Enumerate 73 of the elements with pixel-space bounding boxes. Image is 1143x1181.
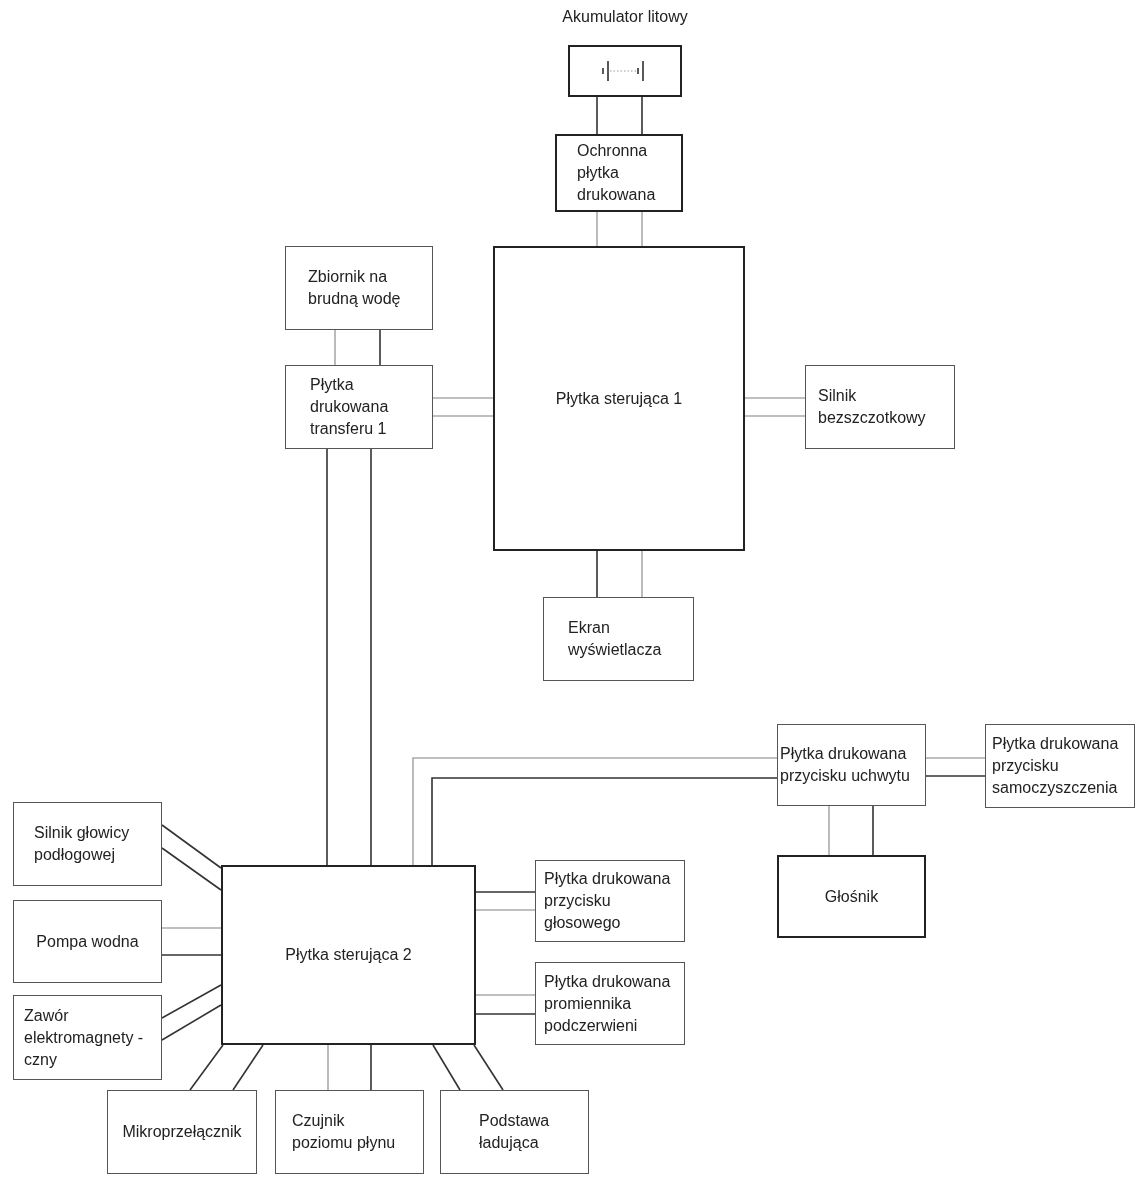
wire-line: [641, 211, 643, 247]
component-label: Silnik bezszczotkowy: [818, 386, 927, 428]
component-label: Mikroprzełącznik: [122, 1122, 242, 1142]
component-box: [13, 802, 162, 886]
wire-line: [161, 984, 222, 1019]
wire-line: [432, 1044, 461, 1091]
wire-line: [475, 909, 536, 911]
wire-line: [161, 954, 222, 956]
wire-line: [327, 1044, 329, 1091]
node-title: Akumulator litowy: [562, 8, 688, 26]
component-label: Ekran wyświetlacza: [568, 618, 663, 660]
wire-line: [744, 415, 806, 417]
wire-line: [412, 757, 778, 866]
component-box: [493, 246, 745, 551]
wire-line: [872, 805, 874, 856]
wire-line: [828, 805, 830, 856]
component-label: Silnik głowicy podłogowej: [34, 823, 131, 865]
component-label: Podstawa ładująca: [479, 1111, 550, 1153]
wire-line: [326, 448, 328, 866]
component-label: Płytka drukowana przycisku uchwytu: [780, 744, 911, 786]
component-box: [13, 900, 162, 983]
component-box: [107, 1090, 257, 1174]
wire-line: [161, 1004, 222, 1041]
wire-line: [925, 757, 986, 759]
component-label: Ochronna płytka drukowana: [577, 141, 657, 205]
wire-line: [744, 397, 806, 399]
component-box: [805, 365, 955, 449]
component-box: [285, 365, 433, 449]
component-label: Płytka sterująca 2: [285, 945, 412, 965]
component-box: [535, 962, 685, 1045]
wire-line: [641, 96, 643, 135]
component-label: Pompa wodna: [36, 931, 139, 952]
wire-line: [432, 397, 494, 399]
component-box: [555, 134, 683, 212]
wire-line: [379, 329, 381, 366]
component-label: Zawór elektromagnety -czny: [24, 1005, 145, 1070]
wire-line: [641, 550, 643, 598]
wire-line: [473, 1044, 504, 1091]
component-box: [13, 995, 162, 1080]
wire-line: [161, 927, 222, 929]
wire-line: [596, 550, 598, 598]
wire-line: [161, 824, 222, 869]
wire-line: [925, 775, 986, 777]
component-box: [777, 855, 926, 938]
wire-line: [431, 777, 778, 866]
wire-line: [232, 1044, 264, 1091]
component-box: [440, 1090, 589, 1174]
component-label: Płytka drukowana przycisku samoczyszczenia: [992, 734, 1120, 798]
component-box: [221, 865, 476, 1045]
wire-line: [432, 415, 494, 417]
component-label: Płytka drukowana promiennika podczerwieni: [544, 971, 672, 1036]
component-box: [285, 246, 433, 330]
wire-line: [596, 96, 598, 135]
component-label: Głośnik: [824, 886, 879, 907]
wire-line: [334, 329, 336, 366]
wire-line: [370, 1044, 372, 1091]
wire-line: [161, 847, 222, 891]
component-box: [535, 860, 685, 942]
wire-line: [475, 994, 536, 996]
component-box: [777, 724, 926, 806]
component-label: Płytka sterująca 1: [555, 388, 683, 409]
component-box: [985, 724, 1135, 808]
component-label: Czujnik poziomu płynu: [292, 1111, 397, 1153]
component-label: Płytka drukowana przycisku głosowego: [544, 869, 672, 933]
component-label: Płytka drukowana transferu 1: [310, 375, 390, 439]
component-box: [543, 597, 694, 681]
component-box: [275, 1090, 424, 1174]
component-label: Zbiornik na brudną wodę: [308, 267, 402, 309]
wire-line: [596, 211, 598, 247]
wire-line: [475, 891, 536, 893]
wire-line: [189, 1044, 224, 1091]
wire-line: [370, 448, 372, 866]
wire-line: [475, 1013, 536, 1015]
